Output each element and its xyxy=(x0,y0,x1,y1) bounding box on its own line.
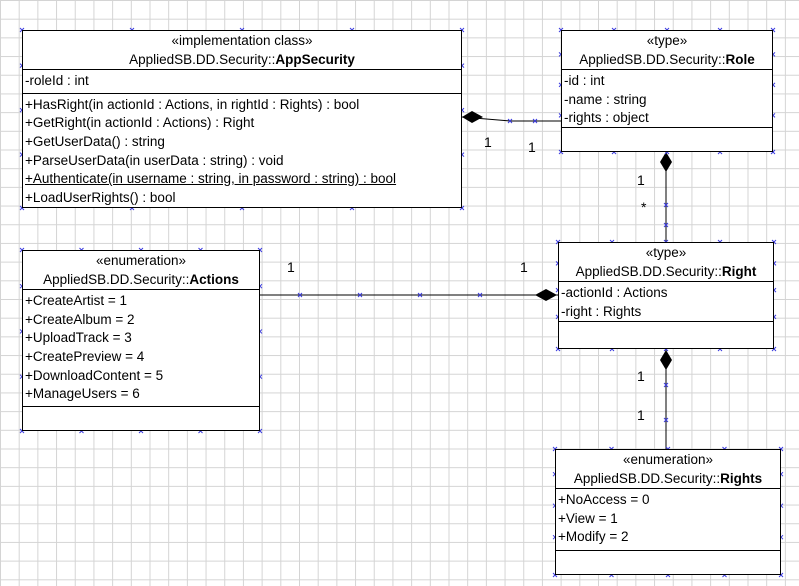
class-title: AppliedSB.DD.Security::Actions xyxy=(43,271,239,287)
selection-handle[interactable] xyxy=(663,222,669,228)
class-title: AppliedSB.DD.Security::Role xyxy=(579,51,755,67)
selection-handle[interactable] xyxy=(663,202,669,208)
class-header: «implementation class» AppliedSB.DD.Secu… xyxy=(23,31,461,71)
class-header: «type» AppliedSB.DD.Security::Right xyxy=(559,243,773,283)
composition-diamond-role xyxy=(660,152,672,172)
literal-row[interactable]: +NoAccess = 0 xyxy=(558,492,650,508)
multiplicity-right-left: 1 xyxy=(520,259,528,275)
class-stereotype: «enumeration» xyxy=(95,253,187,268)
selection-handle[interactable] xyxy=(507,118,513,124)
attribute-row[interactable]: -roleId : int xyxy=(25,73,89,89)
literals-section: +NoAccess = 0 +View = 1 +Modify = 2 xyxy=(556,489,780,552)
literal-row[interactable]: +CreateArtist = 1 xyxy=(25,293,128,309)
operation-row[interactable]: +LoadUserRights() : bool xyxy=(25,189,176,205)
class-title: AppliedSB.DD.Security::Right xyxy=(575,263,757,279)
class-name: Right xyxy=(721,263,757,279)
attribute-row[interactable]: -id : int xyxy=(564,73,605,89)
class-title: AppliedSB.DD.Security::AppSecurity xyxy=(129,51,355,67)
composition-diamond-right xyxy=(535,289,557,301)
class-appsecurity[interactable]: «implementation class» AppliedSB.DD.Secu… xyxy=(22,30,462,208)
class-name: AppSecurity xyxy=(275,51,355,67)
attribute-row[interactable]: -right : Rights xyxy=(561,303,642,319)
class-name: Actions xyxy=(189,271,239,287)
operation-row[interactable]: +GetUserData() : string xyxy=(25,133,165,149)
class-stereotype: «implementation class» xyxy=(171,33,313,48)
selection-handle[interactable] xyxy=(417,292,423,298)
attributes-section: -id : int -name : string -rights : objec… xyxy=(562,70,772,129)
operation-row[interactable]: +ParseUserData(in userData : string) : v… xyxy=(25,152,284,168)
literal-row[interactable]: +ManageUsers = 6 xyxy=(25,386,140,402)
attributes-section: -actionId : Actions -right : Rights xyxy=(559,282,773,323)
attributes-section: -roleId : int xyxy=(23,70,461,94)
operations-section xyxy=(556,551,780,555)
attribute-row[interactable]: -actionId : Actions xyxy=(561,285,668,301)
selection-handle[interactable] xyxy=(357,292,363,298)
operation-row[interactable]: +HasRight(in actionId : Actions, in righ… xyxy=(25,96,360,112)
operations-section: +HasRight(in actionId : Actions, in righ… xyxy=(23,94,461,210)
operations-section xyxy=(562,128,772,132)
literals-section: +CreateArtist = 1 +CreateAlbum = 2 +Uplo… xyxy=(23,290,259,407)
enum-rights[interactable]: «enumeration» AppliedSB.DD.Security::Rig… xyxy=(555,449,781,575)
attribute-row[interactable]: -name : string xyxy=(564,91,647,107)
class-title: AppliedSB.DD.Security::Rights xyxy=(573,470,763,486)
class-right[interactable]: «type» AppliedSB.DD.Security::Right -act… xyxy=(558,242,774,349)
operation-row[interactable]: +GetRight(in actionId : Actions) : Right xyxy=(25,115,255,131)
selection-handle[interactable] xyxy=(297,292,303,298)
selection-handle[interactable] xyxy=(663,382,669,388)
literal-row[interactable]: +UploadTrack = 3 xyxy=(25,330,132,346)
multiplicity-right-bottom: 1 xyxy=(637,368,645,384)
literal-row[interactable]: +CreatePreview = 4 xyxy=(25,348,145,364)
multiplicity-appsecurity-end: 1 xyxy=(484,134,492,150)
class-stereotype: «type» xyxy=(645,245,687,260)
class-header: «enumeration» AppliedSB.DD.Security::Act… xyxy=(23,251,259,291)
class-header: «type» AppliedSB.DD.Security::Role xyxy=(562,31,772,71)
multiplicity-role-end: 1 xyxy=(528,139,536,155)
class-name: Role xyxy=(725,51,755,67)
class-stereotype: «type» xyxy=(646,33,688,48)
literal-row[interactable]: +Modify = 2 xyxy=(558,529,629,545)
literal-row[interactable]: +CreateAlbum = 2 xyxy=(25,311,135,327)
multiplicity-right-top: * xyxy=(641,199,647,215)
class-header: «enumeration» AppliedSB.DD.Security::Rig… xyxy=(556,450,780,490)
multiplicity-role-bottom: 1 xyxy=(637,172,645,188)
class-stereotype: «enumeration» xyxy=(622,452,714,467)
attribute-row[interactable]: -rights : object xyxy=(564,110,649,126)
multiplicity-actions-end: 1 xyxy=(287,259,295,275)
selection-handle[interactable] xyxy=(663,417,669,423)
selection-handle[interactable] xyxy=(532,118,538,124)
class-role[interactable]: «type» AppliedSB.DD.Security::Role -id :… xyxy=(561,30,773,152)
class-name: Rights xyxy=(720,470,763,486)
multiplicity-rights-top: 1 xyxy=(637,407,645,423)
operations-section xyxy=(559,322,773,326)
enum-actions[interactable]: «enumeration» AppliedSB.DD.Security::Act… xyxy=(22,250,260,431)
operations-section xyxy=(23,407,259,411)
operation-row-static[interactable]: +Authenticate(in username : string, in p… xyxy=(25,171,397,187)
composition-diamond-appsecurity xyxy=(462,111,483,123)
selection-handle[interactable] xyxy=(477,292,483,298)
literal-row[interactable]: +View = 1 xyxy=(558,510,618,526)
literal-row[interactable]: +DownloadContent = 5 xyxy=(25,367,164,383)
composition-diamond-right-bottom xyxy=(660,350,672,370)
